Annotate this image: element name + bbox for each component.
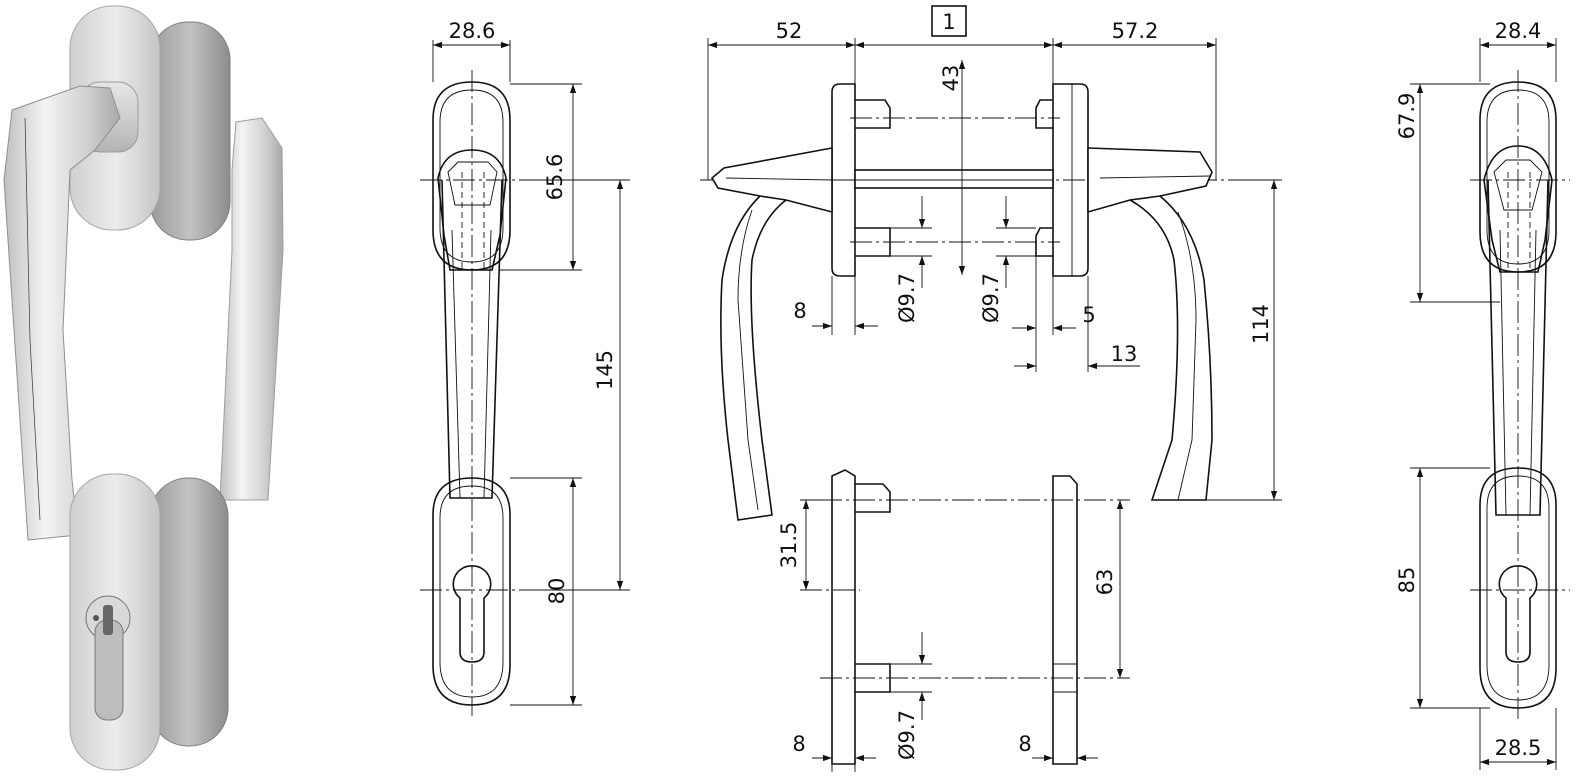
dim-right-width-bottom: 28.5: [1495, 736, 1542, 760]
dimension-labels: 28.6 65.6 145 80 52 1 57.2 43 8 Ø9.7 Ø9.…: [449, 10, 1542, 760]
plate-detail-view: [800, 469, 1130, 772]
dim-side-right-projection: 57.2: [1112, 19, 1159, 43]
render-front-handle: [3, 85, 121, 541]
dim-bottom-left-plate: 8: [792, 732, 805, 756]
render-rear-bottom-rose: [149, 477, 229, 747]
dim-front-rose-height: 65.6: [543, 154, 567, 201]
render-key-dot: [93, 615, 99, 621]
render-rear-handle: [219, 117, 284, 501]
dim-side-pin-dia-left: Ø9.7: [895, 273, 919, 323]
dim-front-total: 145: [593, 350, 617, 390]
render-key-slot: [103, 605, 113, 635]
side-view: [700, 5, 1282, 521]
dim-bottom-right-plate: 8: [1018, 732, 1031, 756]
dim-side-pin-dia-right: Ø9.7: [979, 273, 1003, 323]
rear-view: [1410, 38, 1570, 770]
dim-side-spindle-height: 43: [939, 65, 963, 92]
callout-number: 1: [942, 10, 955, 34]
dim-bottom-pin-height: 31.5: [777, 522, 801, 569]
callout-box: [931, 5, 967, 37]
dim-side-handle-drop: 114: [1249, 304, 1273, 344]
dim-right-rose-height: 67.9: [1395, 93, 1419, 140]
dim-bottom-spacing: 63: [1093, 569, 1117, 596]
render-rear-top-rose: [149, 21, 231, 241]
product-render: [3, 5, 284, 771]
dim-side-right-plate: 5: [1082, 303, 1095, 327]
dim-side-right-offset: 13: [1111, 342, 1138, 366]
dim-front-width-top: 28.6: [449, 19, 496, 43]
dim-right-lower-height: 85: [1395, 567, 1419, 594]
dim-bottom-pin-dia: Ø9.7: [895, 710, 919, 760]
dim-right-width-top: 28.4: [1495, 19, 1542, 43]
dim-side-left-projection: 52: [776, 19, 803, 43]
front-view: [420, 40, 630, 716]
dim-front-lower-height: 80: [545, 578, 569, 605]
dim-side-left-plate: 8: [793, 299, 806, 323]
